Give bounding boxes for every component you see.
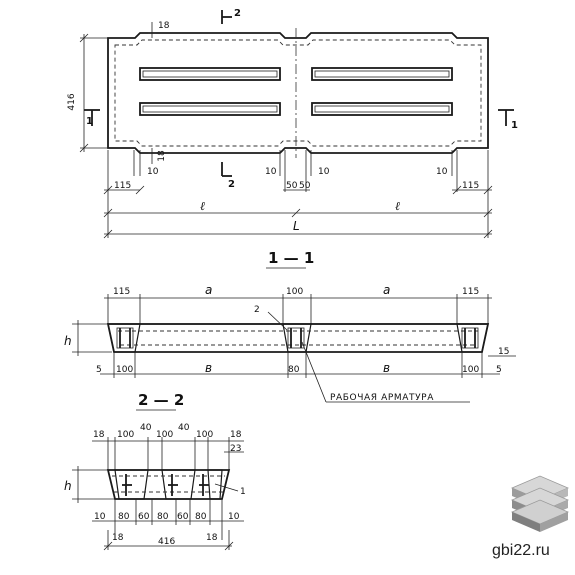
s22-void-3 xyxy=(207,469,223,500)
s11-b-right: в xyxy=(383,361,390,375)
watermark-site: gbi22.ru xyxy=(492,542,550,559)
s11-115-left: 115 xyxy=(113,287,130,297)
s11-a-right: a xyxy=(383,283,390,297)
plan-bottom-18: 18 xyxy=(157,150,167,162)
plan-top-18: 18 xyxy=(158,21,170,31)
s22-top-18-left: 18 xyxy=(93,430,105,440)
s22-bot-60-a: 60 xyxy=(138,512,150,522)
s22-18-right: 18 xyxy=(206,533,218,543)
plan-50-left: 50 xyxy=(286,181,298,191)
s11-h-label: h xyxy=(64,334,72,348)
s22-18-left: 18 xyxy=(112,533,124,543)
plan-10-mid-right: 10 xyxy=(318,167,330,177)
plan-115-right: 115 xyxy=(462,181,479,191)
section-2-top-marker: 2 xyxy=(234,8,241,19)
s11-5-left: 5 xyxy=(96,365,102,375)
s11-100-right: 100 xyxy=(462,365,479,375)
s22-416: 416 xyxy=(158,537,175,547)
s22-bot-80-b: 80 xyxy=(157,512,169,522)
s22-void-1 xyxy=(114,469,149,500)
s22-top-40-a: 40 xyxy=(140,423,152,433)
section-1-left-marker: 1 xyxy=(86,116,93,127)
section-2-bottom-marker: 2 xyxy=(228,179,235,190)
s11-100-left: 100 xyxy=(116,365,133,375)
plan-outline xyxy=(107,32,489,154)
slot-top-right xyxy=(311,67,453,81)
plan-10-mid-left: 10 xyxy=(265,167,277,177)
s22-h-label: h xyxy=(64,479,72,493)
plan-50-right: 50 xyxy=(299,181,311,191)
plan-10-left: 10 xyxy=(147,167,159,177)
s11-100-mid: 100 xyxy=(286,287,303,297)
s22-bot-60-b: 60 xyxy=(177,512,189,522)
s11-stirrup-right xyxy=(461,327,479,349)
plan-height-label: 416 xyxy=(67,93,77,110)
plan-l-right: ℓ xyxy=(395,199,400,213)
s11-rebar-label: Рабочая арматура xyxy=(330,393,434,403)
s11-115-right: 115 xyxy=(462,287,479,297)
section-2-2: 2 — 2 18 100 40 100 40 100 18 23 xyxy=(64,391,246,551)
plan-10-right: 10 xyxy=(436,167,448,177)
plan-view: 416 18 2 2 1 1 18 10 10 10 10 xyxy=(67,8,518,239)
s11-15: 15 xyxy=(498,347,509,357)
s22-void-2 xyxy=(161,469,196,500)
s22-23: 23 xyxy=(230,444,241,454)
plan-115-left: 115 xyxy=(114,181,131,191)
s22-top-40-b: 40 xyxy=(178,423,190,433)
s22-bot-10-right: 10 xyxy=(228,512,240,522)
section-2-2-title: 2 — 2 xyxy=(138,391,184,409)
s22-bot-80-a: 80 xyxy=(118,512,130,522)
slot-top-right-inner xyxy=(314,70,450,78)
s22-bot-80-c: 80 xyxy=(195,512,207,522)
s22-rebars xyxy=(122,474,209,496)
s11-stirrup-left xyxy=(116,327,134,349)
slot-bottom-left-inner xyxy=(142,105,278,113)
section-1-1: 1 — 1 115 a 100 a 115 xyxy=(64,249,516,403)
slot-bottom-right xyxy=(311,102,453,116)
slot-bottom-right-inner xyxy=(314,105,450,113)
stacked-slabs-icon xyxy=(510,475,570,532)
s11-80-mid: 80 xyxy=(288,365,300,375)
s22-bot-10-left: 10 xyxy=(94,512,106,522)
s22-top-100-a: 100 xyxy=(117,430,134,440)
plan-L: L xyxy=(293,219,300,233)
slot-top-left xyxy=(139,67,281,81)
s22-top-100-c: 100 xyxy=(196,430,213,440)
s11-a-left: a xyxy=(205,283,212,297)
section-1-1-title: 1 — 1 xyxy=(268,249,314,267)
s11-stirrup-mid xyxy=(287,327,305,349)
s11-5-right: 5 xyxy=(496,365,502,375)
section-1-right-marker: 1 xyxy=(511,120,518,131)
slot-bottom-left xyxy=(139,102,281,116)
plan-l-left: ℓ xyxy=(200,199,205,213)
s22-top-18-right: 18 xyxy=(230,430,242,440)
slot-top-left-inner xyxy=(142,70,278,78)
watermark: gbi22.ru xyxy=(492,475,570,559)
s22-top-100-b: 100 xyxy=(156,430,173,440)
s22-callout-1: 1 xyxy=(240,487,246,497)
s11-b-left: в xyxy=(205,361,212,375)
s11-callout-2: 2 xyxy=(254,305,260,315)
plan-inner-contour xyxy=(114,39,482,147)
